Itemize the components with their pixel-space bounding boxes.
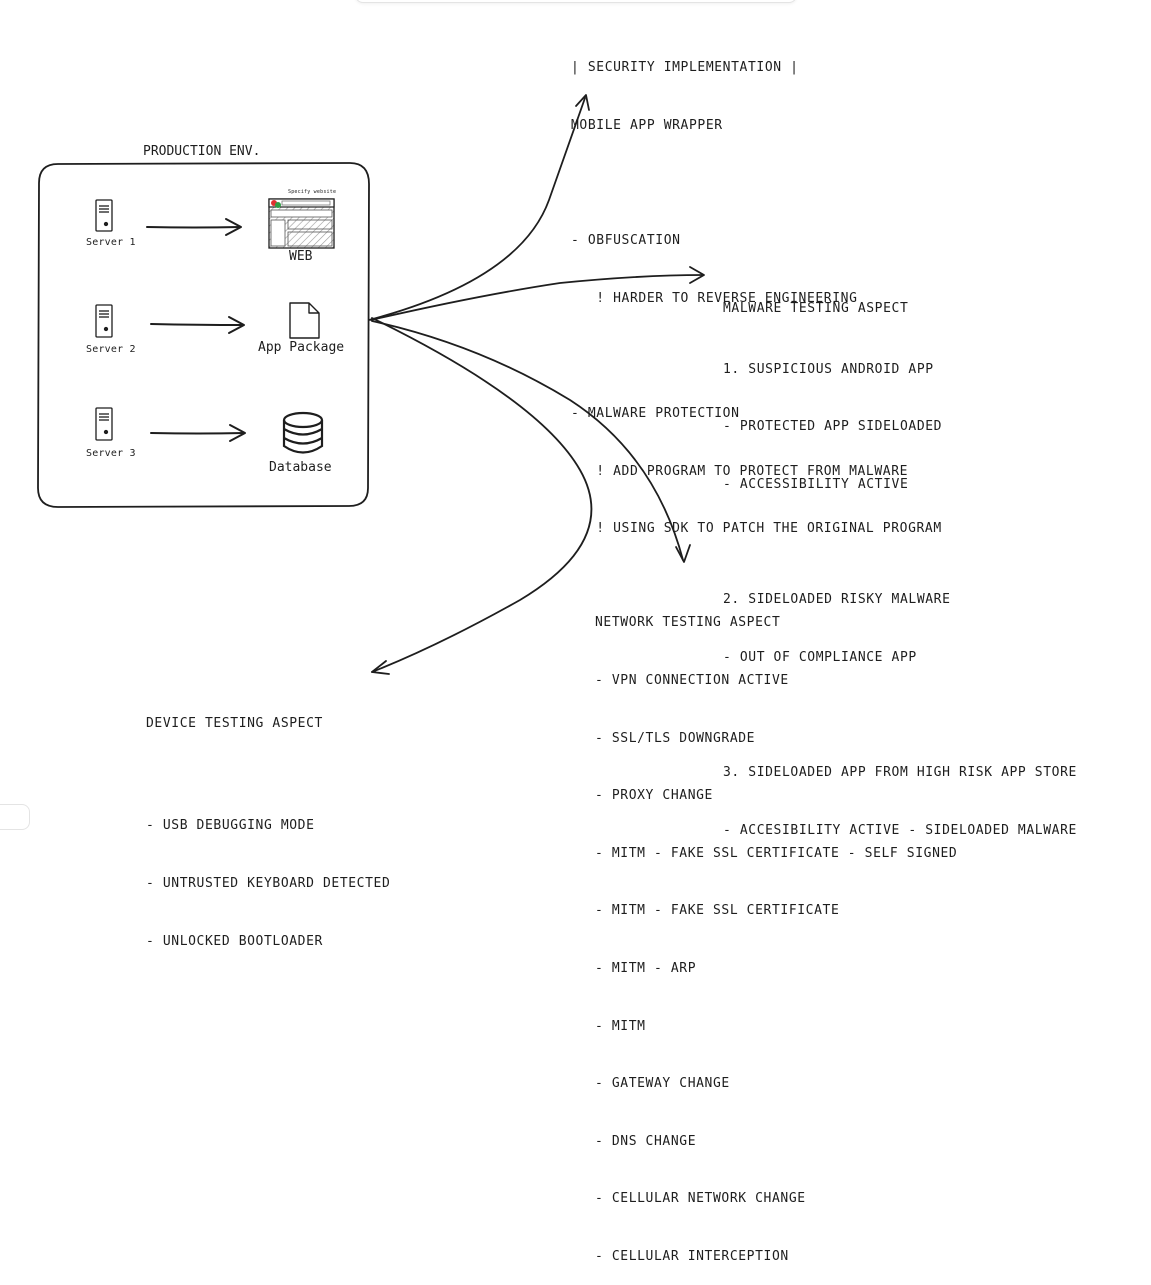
- text-line: 2. SIDELOADED RISKY MALWARE: [723, 592, 951, 608]
- text-line: - PROTECTED APP SIDELOADED: [723, 419, 943, 435]
- server-icon: [95, 199, 113, 232]
- connector-arrow[interactable]: [368, 94, 590, 321]
- text-line: ! ADD PROGRAM TO PROTECT FROM MALWARE: [571, 463, 909, 479]
- arrow[interactable]: [150, 316, 245, 334]
- network-testing-text: NETWORK TESTING ASPECT - VPN CONNECTION …: [595, 575, 957, 1285]
- text-line: MOBILE APP WRAPPER: [571, 118, 723, 133]
- text-line: 3. SIDELOADED APP FROM HIGH RISK APP STO…: [723, 764, 1077, 780]
- text-line: - MALWARE PROTECTION: [571, 405, 740, 421]
- zoom-control-edge[interactable]: [0, 804, 30, 830]
- file-icon: [289, 302, 320, 339]
- database-label: Database: [269, 460, 332, 475]
- arrow[interactable]: [150, 424, 246, 442]
- connector-arrow[interactable]: [370, 266, 705, 321]
- text-line: - SSL/TLS DOWNGRADE: [595, 730, 756, 746]
- text-line: - CELLULAR NETWORK CHANGE: [595, 1191, 806, 1207]
- production-env-box[interactable]: [37, 162, 370, 508]
- text-line: - UNLOCKED BOOTLOADER: [146, 933, 323, 949]
- text-line: - PROXY CHANGE: [595, 788, 713, 804]
- server-icon: [95, 304, 113, 338]
- text-line: - VPN CONNECTION ACTIVE: [595, 673, 789, 688]
- text-line: | SECURITY IMPLEMENTATION |: [571, 60, 799, 76]
- text-line: MALWARE TESTING ASPECT: [723, 301, 909, 317]
- text-line: - MITM: [595, 1018, 646, 1034]
- database-icon: [282, 411, 324, 454]
- text-line: - MITM - FAKE SSL CERTIFICATE - SELF SIG…: [595, 845, 958, 861]
- web-caption: Specify website: [288, 189, 337, 195]
- server-label: Server 1: [86, 237, 136, 248]
- server-icon: [95, 407, 113, 441]
- text-line: [571, 174, 942, 193]
- device-testing-text: DEVICE TESTING ASPECT - USB DEBUGGING MO…: [146, 676, 390, 970]
- text-line: - UNTRUSTED KEYBOARD DETECTED: [146, 876, 391, 891]
- text-line: - OUT OF COMPLIANCE APP: [723, 649, 917, 665]
- text-line: - GATEWAY CHANGE: [595, 1076, 730, 1092]
- text-line: [146, 772, 390, 778]
- web-label: WEB: [289, 249, 313, 264]
- text-line: [723, 533, 1077, 552]
- text-line: - OBFUSCATION: [571, 233, 681, 249]
- app-package-label: App Package: [258, 340, 345, 355]
- text-line: DEVICE TESTING ASPECT: [146, 716, 323, 732]
- text-line: - CELLULAR INTERCEPTION: [595, 1248, 789, 1264]
- server-label: Server 2: [86, 344, 136, 355]
- text-line: - DNS CHANGE: [595, 1133, 697, 1149]
- text-line: NETWORK TESTING ASPECT: [595, 615, 781, 631]
- text-line: ! USING SDK TO PATCH THE ORIGINAL PROGRA…: [571, 521, 942, 537]
- security-implementation-text: | SECURITY IMPLEMENTATION | MOBILE APP W…: [571, 20, 942, 558]
- diagram-canvas: [37, 94, 705, 675]
- text-line: - USB DEBUGGING MODE: [146, 818, 315, 834]
- connector-arrow[interactable]: [371, 320, 691, 563]
- web-browser-icon: [268, 198, 335, 249]
- production-env-title: PRODUCTION ENV.: [143, 144, 261, 159]
- text-line: 1. SUSPICIOUS ANDROID APP: [723, 361, 934, 377]
- text-line: - ACCESSIBILITY ACTIVE: [723, 477, 909, 492]
- server-label: Server 3: [86, 448, 136, 459]
- text-line: - MITM - FAKE SSL CERTIFICATE: [595, 903, 840, 919]
- text-line: - MITM - ARP: [595, 960, 697, 976]
- arrow[interactable]: [146, 218, 242, 236]
- text-line: ! HARDER TO REVERSE ENGINEERING: [571, 290, 858, 306]
- connector-arrow[interactable]: [371, 317, 593, 675]
